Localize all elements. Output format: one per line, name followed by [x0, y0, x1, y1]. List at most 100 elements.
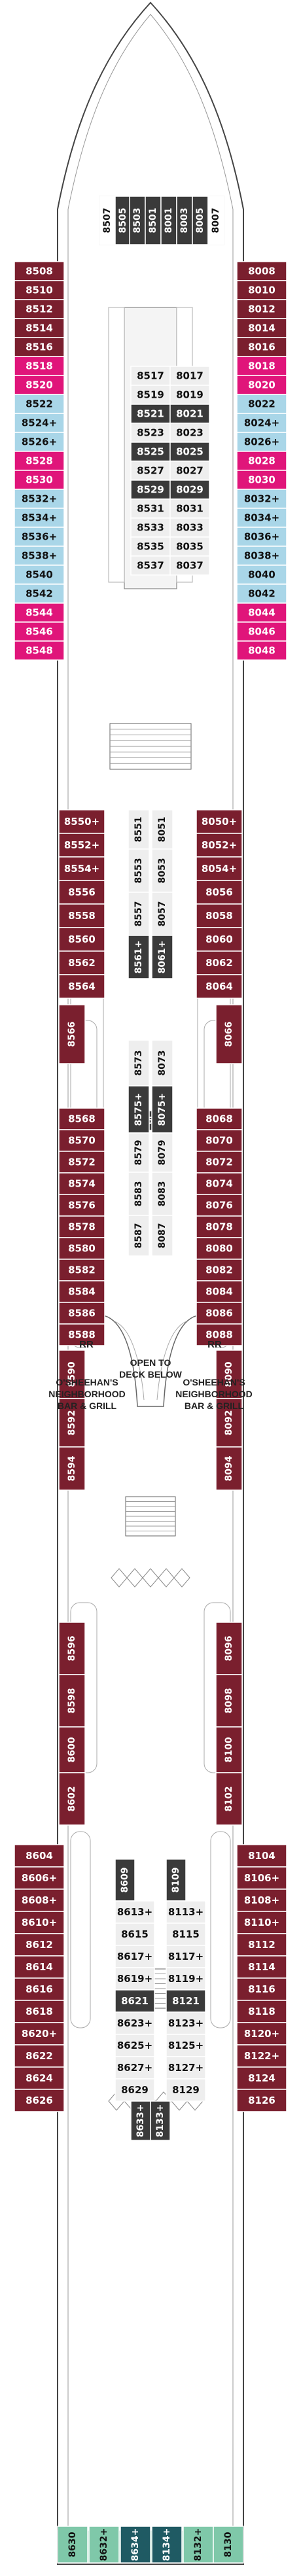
cabin-8619[interactable]: 8619+	[115, 1967, 155, 1991]
cabin-8122[interactable]: 8122+	[236, 2044, 287, 2068]
cabin-8104[interactable]: 8104	[236, 1844, 287, 1868]
cabin-8553[interactable]: 8553	[128, 848, 150, 893]
cabin-8017[interactable]: 8017	[169, 366, 210, 386]
cabin-8012[interactable]: 8012	[236, 299, 287, 319]
cabin-8621[interactable]: 8621	[115, 1989, 155, 2013]
cabin-8096[interactable]: 8096	[215, 1622, 243, 1675]
cabin-8117[interactable]: 8117+	[166, 1945, 206, 1968]
cabin-8526[interactable]: 8526+	[14, 432, 65, 452]
cabin-8561[interactable]: 8561+	[128, 935, 150, 979]
cabin-8594[interactable]: 8594	[58, 1446, 86, 1491]
cabin-8521[interactable]: 8521	[130, 404, 171, 424]
cabin-8087[interactable]: 8087	[151, 1215, 173, 1257]
cabin-8618[interactable]: 8618	[14, 2000, 65, 2023]
cabin-8564[interactable]: 8564	[58, 974, 105, 999]
cabin-8038[interactable]: 8038+	[236, 546, 287, 566]
cabin-8029[interactable]: 8029	[169, 479, 210, 500]
cabin-8512[interactable]: 8512	[14, 299, 65, 319]
cabin-8023[interactable]: 8023	[169, 423, 210, 443]
cabin-8126[interactable]: 8126	[236, 2089, 287, 2112]
cabin-8048[interactable]: 8048	[236, 640, 287, 661]
cabin-8552[interactable]: 8552+	[58, 833, 105, 858]
cabin-8001[interactable]: 8001	[160, 196, 177, 245]
cabin-8578[interactable]: 8578	[58, 1215, 105, 1238]
cabin-8627[interactable]: 8627+	[115, 2056, 155, 2080]
cabin-8507[interactable]: 8507	[99, 196, 116, 245]
cabin-8078[interactable]: 8078	[196, 1215, 243, 1238]
cabin-8112[interactable]: 8112	[236, 1933, 287, 1957]
cabin-8123[interactable]: 8123+	[166, 2011, 206, 2035]
cabin-8598[interactable]: 8598	[58, 1674, 86, 1728]
cabin-8019[interactable]: 8019	[169, 385, 210, 405]
cabin-8609[interactable]: 8609	[115, 1858, 135, 1902]
cabin-8584[interactable]: 8584	[58, 1280, 105, 1303]
cabin-8572[interactable]: 8572	[58, 1151, 105, 1174]
cabin-8020[interactable]: 8020	[236, 375, 287, 395]
cabin-8030[interactable]: 8030	[236, 470, 287, 490]
cabin-8024[interactable]: 8024+	[236, 413, 287, 433]
cabin-8583[interactable]: 8583	[128, 1172, 150, 1216]
cabin-8548[interactable]: 8548	[14, 640, 65, 661]
cabin-8538[interactable]: 8538+	[14, 546, 65, 566]
cabin-8008[interactable]: 8008	[236, 261, 287, 281]
cabin-8053[interactable]: 8053	[151, 848, 173, 893]
cabin-8613[interactable]: 8613+	[115, 1900, 155, 1924]
cabin-8606[interactable]: 8606+	[14, 1866, 65, 1890]
cabin-8530[interactable]: 8530	[14, 470, 65, 490]
cabin-8014[interactable]: 8014	[236, 318, 287, 338]
cabin-8612[interactable]: 8612	[14, 1933, 65, 1957]
cabin-8056[interactable]: 8056	[196, 880, 243, 905]
cabin-8108[interactable]: 8108+	[236, 1888, 287, 1912]
cabin-8615[interactable]: 8615	[115, 1923, 155, 1946]
cabin-8518[interactable]: 8518	[14, 356, 65, 376]
cabin-8510[interactable]: 8510	[14, 280, 65, 300]
cabin-8528[interactable]: 8528	[14, 451, 65, 471]
cabin-8050[interactable]: 8050+	[196, 809, 243, 834]
cabin-8604[interactable]: 8604	[14, 1844, 65, 1868]
cabin-8032[interactable]: 8032+	[236, 489, 287, 509]
cabin-8106[interactable]: 8106+	[236, 1866, 287, 1890]
cabin-8535[interactable]: 8535	[130, 536, 171, 557]
cabin-8525[interactable]: 8525	[130, 442, 171, 462]
cabin-8592[interactable]: 8592	[58, 1398, 86, 1448]
cabin-8534[interactable]: 8534+	[14, 508, 65, 528]
cabin-8025[interactable]: 8025	[169, 442, 210, 462]
cabin-8018[interactable]: 8018	[236, 356, 287, 376]
cabin-8503[interactable]: 8503	[129, 196, 146, 245]
cabin-8630[interactable]: 8630	[57, 2526, 88, 2564]
cabin-8623[interactable]: 8623+	[115, 2011, 155, 2035]
cabin-8042[interactable]: 8042	[236, 583, 287, 604]
cabin-8132[interactable]: 8132+	[183, 2526, 214, 2564]
cabin-8054[interactable]: 8054+	[196, 856, 243, 881]
cabin-8514[interactable]: 8514	[14, 318, 65, 338]
cabin-8102[interactable]: 8102	[215, 1772, 243, 1826]
cabin-8501[interactable]: 8501	[145, 196, 162, 245]
cabin-8098[interactable]: 8098	[215, 1674, 243, 1728]
cabin-8109[interactable]: 8109	[166, 1858, 186, 1902]
cabin-8508[interactable]: 8508	[14, 261, 65, 281]
cabin-8505[interactable]: 8505	[115, 196, 132, 245]
cabin-8522[interactable]: 8522	[14, 394, 65, 414]
cabin-8028[interactable]: 8028	[236, 451, 287, 471]
cabin-8031[interactable]: 8031	[169, 498, 210, 519]
cabin-8073[interactable]: 8073	[151, 1039, 173, 1087]
cabin-8602[interactable]: 8602	[58, 1772, 86, 1826]
cabin-8133[interactable]: 8133+	[150, 2100, 171, 2141]
cabin-8540[interactable]: 8540	[14, 565, 65, 585]
cabin-8068[interactable]: 8068	[196, 1107, 243, 1130]
cabin-8026[interactable]: 8026+	[236, 432, 287, 452]
cabin-8070[interactable]: 8070	[196, 1129, 243, 1152]
cabin-8519[interactable]: 8519	[130, 385, 171, 405]
cabin-8124[interactable]: 8124	[236, 2066, 287, 2090]
cabin-8064[interactable]: 8064	[196, 974, 243, 999]
cabin-8010[interactable]: 8010	[236, 280, 287, 300]
cabin-8110[interactable]: 8110+	[236, 1911, 287, 1934]
cabin-8080[interactable]: 8080	[196, 1237, 243, 1260]
cabin-8035[interactable]: 8035	[169, 536, 210, 557]
cabin-8074[interactable]: 8074	[196, 1172, 243, 1195]
cabin-8022[interactable]: 8022	[236, 394, 287, 414]
cabin-8586[interactable]: 8586	[58, 1302, 105, 1325]
cabin-8083[interactable]: 8083	[151, 1172, 173, 1216]
cabin-8556[interactable]: 8556	[58, 880, 105, 905]
cabin-8072[interactable]: 8072	[196, 1151, 243, 1174]
